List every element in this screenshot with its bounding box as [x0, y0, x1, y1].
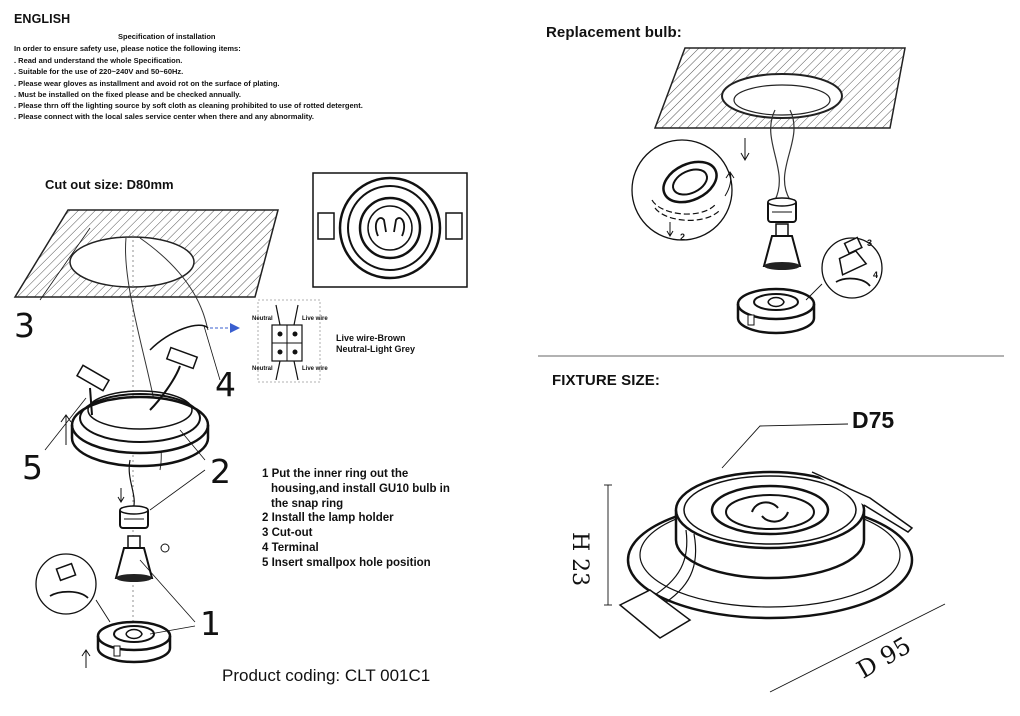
spec-item: . Please connect with the local sales se… — [14, 112, 314, 122]
spec-list: . Read and understand the whole Specific… — [14, 55, 363, 123]
install-steps: 1 Put the inner ring out the housing,and… — [262, 467, 450, 571]
live-wire-label: Live wire-Brown — [336, 333, 406, 343]
replace-callout-2: 2 — [680, 232, 686, 242]
callout-4: 4 — [215, 365, 236, 404]
callout-5: 5 — [22, 448, 43, 487]
step-1-line-1: 1 Put the inner ring out the — [262, 468, 409, 480]
detail-circle-rotate — [631, 139, 735, 241]
wiring-live-small-top: Live wire — [302, 316, 328, 322]
callout-1-leader-b — [149, 625, 196, 635]
fixture-title: FIXTURE SIZE: — [552, 372, 660, 389]
spec-title: Specification of installation — [118, 32, 216, 41]
spec-item: . Must be installed on the fixed please … — [14, 89, 242, 99]
callout-4-leader — [203, 325, 221, 381]
wiring-legend: Live wire-Brown Neutral-Light Grey — [336, 333, 415, 355]
detail-circle-bulb — [805, 236, 883, 301]
spring-clip-right — [149, 324, 209, 411]
spec-intro: In order to ensure safety use, please no… — [14, 44, 241, 53]
ceiling-hatch-right — [653, 47, 906, 129]
wiring-live-small-bottom: Live wire — [302, 366, 328, 372]
language-heading: ENGLISH — [14, 12, 71, 26]
terminal-arrowhead — [230, 323, 240, 333]
callout-3-leader — [39, 227, 91, 301]
callout-1: 1 — [200, 604, 221, 643]
step-5: 5 Insert smallpox hole position — [262, 556, 431, 569]
dimension-d75: D75 — [852, 407, 895, 433]
callout-2-leader-b — [149, 469, 206, 511]
neutral-wire-label: Neutral-Light Grey — [336, 344, 416, 354]
small-screw — [160, 543, 170, 553]
up-arrow-clip — [60, 414, 72, 445]
wiring-neutral-small-top: Neutral — [252, 316, 273, 322]
replacement-title: Replacement bulb: — [546, 24, 682, 41]
dimension-h23: H 23 — [567, 532, 592, 587]
housing-ring — [70, 390, 210, 468]
inner-ring-right — [736, 287, 816, 335]
detail-circle-left — [35, 553, 111, 623]
wiring-neutral-small-bottom: Neutral — [252, 366, 273, 372]
callout-3: 3 — [14, 306, 35, 345]
wire-right-1 — [770, 109, 780, 201]
spec-item: . Suitable for the use of 220~240V and 5… — [14, 67, 184, 77]
lamp-holder-right — [767, 197, 797, 223]
step-4: 4 Terminal — [262, 541, 319, 554]
wiring-diagram — [257, 299, 321, 383]
top-view-box — [312, 172, 468, 288]
step-3: 3 Cut-out — [262, 527, 313, 540]
spec-item: . Please wear gloves as installment and … — [14, 78, 280, 88]
callout-2-leader-a — [179, 429, 206, 461]
callout-1-leader-a — [139, 559, 196, 623]
spec-item: . Read and understand the whole Specific… — [14, 56, 183, 65]
wire-2 — [139, 237, 209, 331]
fixture-drawing — [618, 470, 914, 639]
wire-right-2 — [784, 109, 795, 201]
spring-clip-left — [75, 364, 111, 416]
lamp-holder — [119, 459, 149, 529]
inner-ring — [96, 620, 172, 664]
gu10-bulb-right — [762, 223, 802, 270]
replace-callout-3: 3 — [867, 238, 873, 248]
product-coding: Product coding: CLT 001C1 — [222, 666, 431, 685]
d75-leader — [721, 423, 849, 469]
d95-dimension — [769, 603, 946, 693]
step-1-line-2: housing,and install GU10 bulb in — [271, 482, 450, 495]
up-arrow-ring — [81, 649, 91, 668]
down-arrow-right — [740, 138, 750, 162]
gu10-bulb — [114, 535, 154, 582]
step-2: 2 Install the lamp holder — [262, 512, 394, 525]
spec-item: . Please thrn off the lighting source by… — [14, 101, 363, 111]
replace-callout-4: 4 — [873, 270, 879, 280]
cutout-label: Cut out size: D80mm — [45, 177, 174, 192]
step-1-line-3: the snap ring — [271, 497, 344, 510]
down-arrow-holder — [117, 488, 125, 503]
callout-2: 2 — [210, 452, 231, 491]
ceiling-hatch-left — [13, 209, 279, 298]
